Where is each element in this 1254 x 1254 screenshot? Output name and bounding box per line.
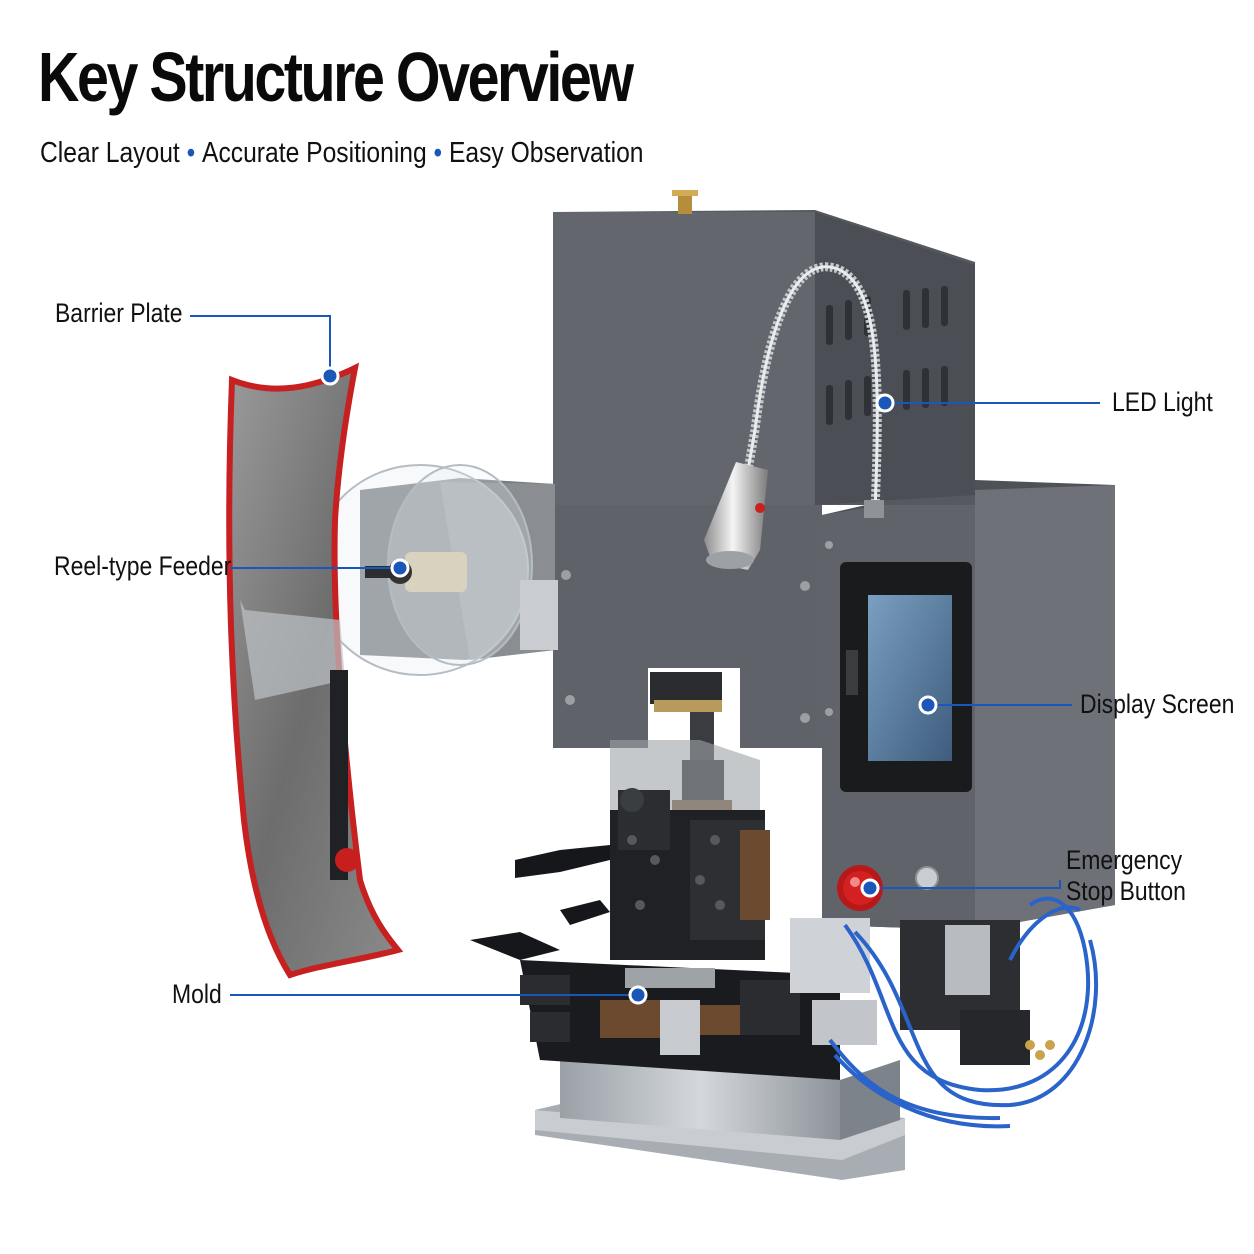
emergency-stop-marker-icon — [860, 878, 880, 898]
barrier-plate — [226, 362, 404, 979]
callout-lines — [190, 315, 1100, 996]
led-light-marker-icon — [875, 393, 895, 413]
subtitle-item-observation: Easy Observation — [448, 137, 644, 169]
reel-feeder-marker-icon — [390, 558, 410, 578]
applicator-block — [515, 788, 770, 960]
label-display-screen: Display Screen — [1080, 689, 1235, 719]
label-emergency-stop-line2: Stop Button — [1066, 876, 1186, 907]
subtitle-item-positioning: Accurate Positioning — [202, 137, 427, 169]
head-front-plate — [553, 505, 833, 748]
upper-housing — [553, 190, 975, 505]
barrier-plate-marker-icon — [320, 366, 340, 386]
pneumatic-valves — [790, 918, 1055, 1065]
label-emergency-stop: Emergency Stop Button — [1066, 845, 1186, 907]
bullet-dot-icon: • — [433, 137, 443, 169]
air-tubes — [828, 896, 1099, 1129]
label-led-light: LED Light — [1112, 387, 1213, 417]
label-reel-feeder: Reel-type Feeder — [54, 551, 232, 581]
page-title: Key Structure Overview — [38, 38, 634, 116]
label-barrier-plate: Barrier Plate — [55, 298, 183, 328]
machine-base — [535, 1060, 905, 1180]
mold-marker-icon — [628, 985, 648, 1005]
subtitle-item-layout: Clear Layout — [40, 137, 180, 169]
label-emergency-stop-line1: Emergency — [1066, 845, 1183, 875]
bullet-dot-icon: • — [186, 137, 196, 169]
emergency-stop-leader — [870, 880, 1061, 889]
subtitle: Clear Layout•Accurate Positioning•Easy O… — [40, 137, 644, 170]
label-mold: Mold — [172, 979, 222, 1009]
callout-dots — [320, 366, 938, 1005]
reel-feeder — [311, 464, 558, 676]
display-screen — [840, 562, 972, 792]
display-screen-marker-icon — [918, 695, 938, 715]
barrier-plate-leader — [190, 315, 331, 376]
